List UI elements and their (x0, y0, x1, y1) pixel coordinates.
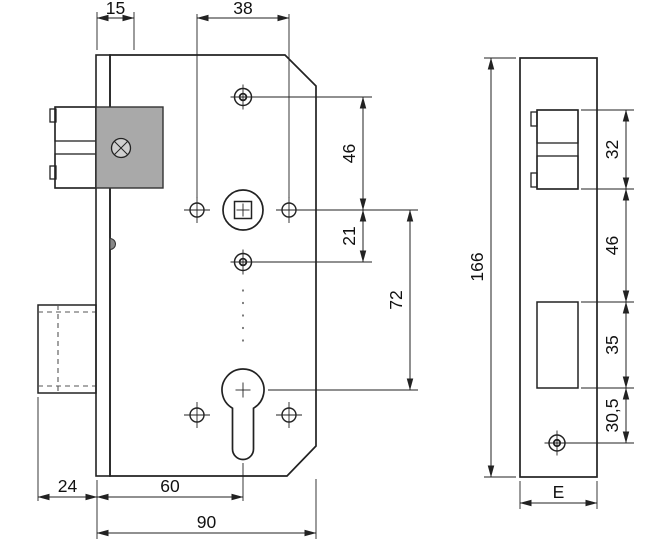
dimension-lines (37, 14, 630, 537)
faceplate-edge (95, 54, 111, 477)
dim-label-32: 32 (602, 140, 622, 159)
dim-label-46: 46 (339, 144, 359, 163)
follower-hole (222, 189, 264, 231)
latch-guide-block (95, 106, 164, 189)
dim-label-90: 90 (197, 512, 217, 532)
euro-cylinder-hole (221, 368, 265, 461)
dim-label-72: 72 (386, 290, 406, 309)
faceplate-front (519, 57, 598, 478)
left-view (37, 54, 317, 477)
latch-cutout (530, 109, 579, 190)
dim-label-46b: 46 (602, 236, 622, 255)
spindle-square (233, 200, 253, 220)
dimension-labels: 15 38 46 21 72 24 60 90 166 32 46 35 30,… (58, 0, 622, 532)
dim-label-21: 21 (339, 226, 359, 245)
case-rivet-nub (109, 237, 116, 251)
extension-and-center-lines (37, 12, 634, 539)
dim-label-15: 15 (106, 0, 125, 18)
dim-label-30-5: 30,5 (602, 398, 622, 432)
dim-label-24: 24 (58, 476, 78, 496)
dim-label-38: 38 (233, 0, 252, 18)
dim-label-166: 166 (467, 252, 487, 281)
latch-front-hatch-top (536, 109, 579, 144)
dim-label-60: 60 (160, 476, 180, 496)
dim-label-E: E (553, 482, 565, 502)
guide-screw (110, 137, 132, 159)
dim-label-35: 35 (602, 335, 622, 354)
latch-front-hatch-bottom (536, 155, 579, 190)
deadbolt-cutout (536, 301, 579, 389)
